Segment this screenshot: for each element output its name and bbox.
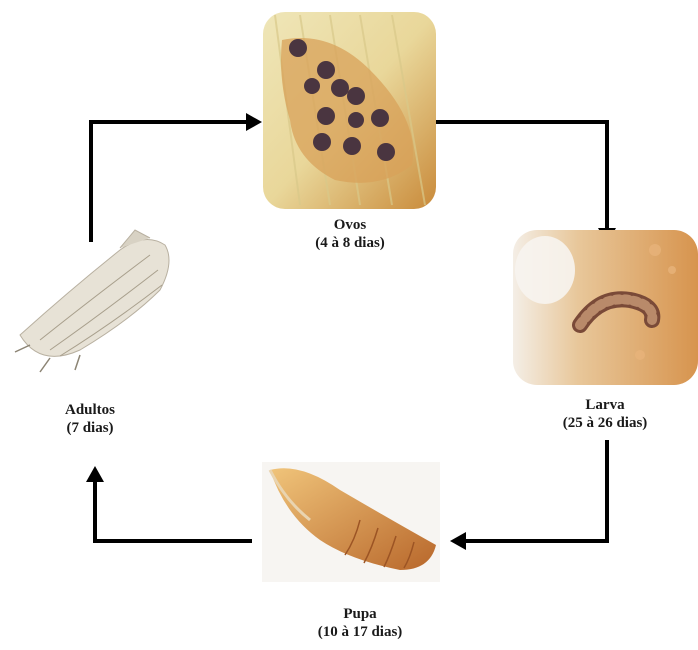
arrow-pupa-to-adults <box>86 466 252 541</box>
stage-duration-larva: (25 à 26 dias) <box>540 414 670 432</box>
stage-duration-eggs: (4 à 8 dias) <box>300 234 400 252</box>
egg-cluster-on-leaf-photo <box>263 12 436 209</box>
stage-label-eggs: Ovos (4 à 8 dias) <box>300 216 400 252</box>
stage-duration-adults: (7 dias) <box>40 419 140 437</box>
stage-label-pupa: Pupa (10 à 17 dias) <box>295 605 425 641</box>
arrow-larva-to-pupa <box>450 440 607 550</box>
stage-name-larva: Larva <box>540 396 670 414</box>
stage-label-adults: Adultos (7 dias) <box>40 401 140 437</box>
pupa-photo <box>262 462 440 582</box>
stage-name-pupa: Pupa <box>295 605 425 623</box>
moth-photo <box>15 230 169 372</box>
larva-in-grain-photo <box>513 230 698 385</box>
arrow-adults-to-eggs <box>91 113 262 242</box>
stage-name-eggs: Ovos <box>300 216 400 234</box>
stage-duration-pupa: (10 à 17 dias) <box>295 623 425 641</box>
arrow-eggs-to-larva <box>436 122 616 244</box>
stage-name-adults: Adultos <box>40 401 140 419</box>
stage-label-larva: Larva (25 à 26 dias) <box>540 396 670 432</box>
